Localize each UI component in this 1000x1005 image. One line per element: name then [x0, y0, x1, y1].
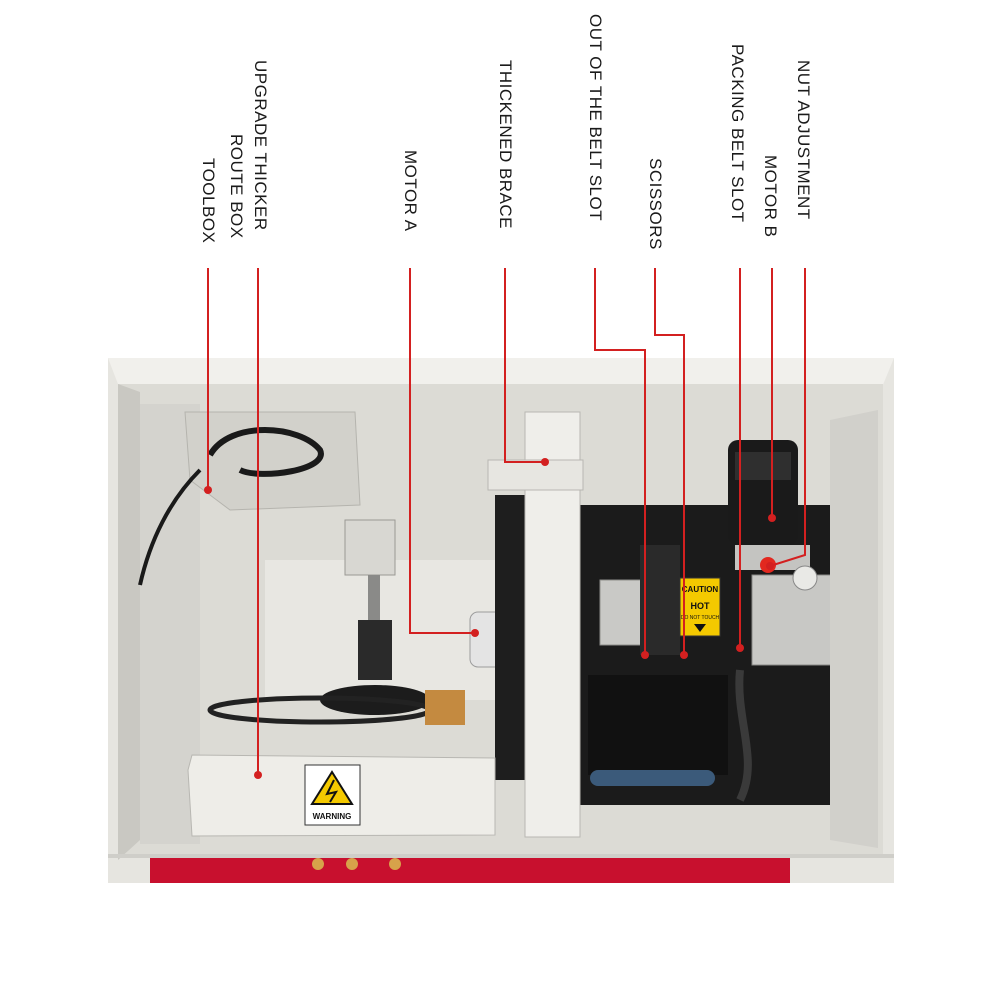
callout-toolbox: TOOLBOX — [199, 158, 218, 244]
leader-dots — [204, 458, 776, 779]
right-wall — [830, 410, 878, 848]
thickened-brace-dot — [541, 458, 549, 466]
bracket — [425, 690, 465, 725]
callout-packing-belt-slot: PACKING BELT SLOT — [728, 44, 747, 223]
warning-triangle-icon — [310, 770, 354, 805]
motor-b-label-plate — [735, 452, 791, 480]
caution-text: CAUTION — [682, 585, 719, 594]
callout-route-box-line1: UPGRADE THICKER — [251, 60, 270, 231]
left-wall — [118, 384, 140, 860]
out-of-belt-slot-dot — [641, 651, 649, 659]
gear-wheel — [792, 565, 818, 591]
motor-a-spring — [358, 620, 392, 680]
power-cable — [138, 468, 202, 586]
gearbox — [751, 574, 833, 666]
do-not-touch-text: DO NOT TOUCH — [681, 615, 720, 621]
warning-sign-text: WARNING — [313, 812, 352, 821]
belt-roller — [590, 770, 715, 786]
scissors-leader — [654, 268, 685, 655]
lightning-bolt-icon — [325, 779, 339, 803]
hot-text: HOT — [691, 601, 711, 611]
panel-knob-2 — [346, 858, 358, 870]
leader-lines — [207, 268, 806, 775]
mechanism-left — [599, 579, 646, 646]
arrow-down-icon — [694, 624, 706, 632]
toolbox-dot — [204, 486, 212, 494]
front-panel — [150, 855, 790, 883]
packing-belt-slot-dot — [736, 644, 744, 652]
motor-a-dot — [471, 629, 479, 637]
power-cord — [207, 427, 324, 477]
callout-motor-a: MOTOR A — [401, 150, 420, 232]
callout-scissors: SCISSORS — [646, 158, 665, 250]
heater-block — [588, 675, 728, 775]
motor-a-mount — [344, 519, 396, 576]
cabinet-top-rim — [108, 358, 894, 392]
route-box-dot — [254, 771, 262, 779]
callout-route-box-line2: ROUTE BOX — [227, 134, 246, 239]
cable-bundle — [735, 669, 752, 802]
panel-knob-1 — [312, 858, 324, 870]
callout-motor-b: MOTOR B — [761, 155, 780, 238]
left-black-plate — [495, 495, 525, 780]
motor-b-dot — [768, 514, 776, 522]
callout-nut-adjustment: NUT ADJUSTMENT — [794, 60, 813, 220]
toolbox — [184, 411, 361, 511]
callout-thickened-brace: THICKENED BRACE — [496, 60, 515, 230]
out-of-belt-slot-leader — [594, 268, 646, 655]
callout-out-of-belt-slot: OUT OF THE BELT SLOT — [586, 14, 605, 222]
nut-adjustment-dot — [766, 562, 774, 570]
mechanism-block — [640, 545, 680, 655]
brace-top — [487, 459, 584, 491]
nut-adjustment-leader — [769, 268, 806, 567]
thickened-brace-leader — [504, 268, 545, 463]
bottom-rim — [108, 854, 894, 858]
scissors-dot — [680, 651, 688, 659]
panel-knob-3 — [389, 858, 401, 870]
motor-a-leader — [409, 268, 475, 634]
